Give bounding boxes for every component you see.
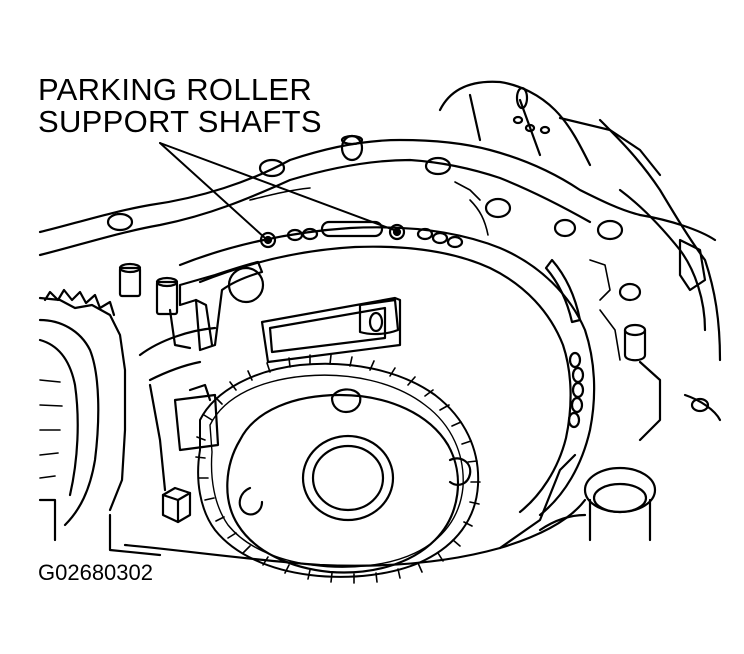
parking-ring-outer: [178, 226, 596, 517]
support-shaft-right: [388, 223, 406, 241]
figure-code: G02680302: [38, 560, 153, 585]
housing-ridge-a: [468, 93, 482, 142]
bolt-top-right: [515, 86, 529, 110]
housing-ridge-b: [518, 98, 542, 157]
housing-edge-right: [598, 118, 722, 362]
ring-slot: [320, 220, 384, 238]
pin-left-a: [118, 266, 142, 298]
bolt-top-left: [340, 134, 364, 162]
hub-lug-top: [330, 388, 362, 414]
callout-label-line-1: PARKING ROLLER: [38, 72, 313, 107]
support-shaft-left: [259, 231, 277, 249]
case-right-edge: [678, 238, 707, 292]
shaft-housing: [138, 326, 217, 492]
case-hole: [596, 219, 624, 241]
case-hole: [106, 212, 134, 232]
case-hole: [618, 282, 642, 302]
housing-upper-right: [438, 80, 592, 167]
case-outline-top: [38, 138, 717, 242]
parking-gear-teeth: [195, 354, 481, 584]
bolt-bottom-left: [161, 486, 192, 524]
callout-leader-right: [159, 142, 395, 231]
case-outline-top-inner: [38, 158, 592, 257]
case-hole: [484, 197, 512, 219]
hub-bore: [301, 434, 395, 522]
bolt-right: [623, 328, 647, 362]
callout-label-line-2: SUPPORT SHAFTS: [38, 104, 322, 139]
housing-ridge-c: [558, 116, 662, 177]
case-hole: [553, 218, 577, 238]
left-gear-outline: [38, 296, 127, 512]
hub-lug-right: [448, 457, 472, 486]
ring-slot-side: [544, 258, 582, 324]
case-hole: [258, 158, 286, 178]
parking-pawl-roller: [227, 266, 265, 304]
seal-right: [583, 466, 657, 514]
hub-lug-left: [238, 486, 264, 516]
case-hole: [424, 156, 452, 176]
detent-plate: [260, 296, 402, 364]
callout-leader-left: [159, 142, 266, 239]
pin-left-b: [155, 280, 179, 316]
parking-ring-inner: [198, 245, 572, 514]
housing-edge-right-2: [618, 188, 707, 332]
case-outline-bottom: [123, 498, 587, 567]
left-gear-teeth: [43, 288, 116, 317]
parking-gear: [197, 362, 480, 578]
hub-outer: [226, 393, 460, 574]
